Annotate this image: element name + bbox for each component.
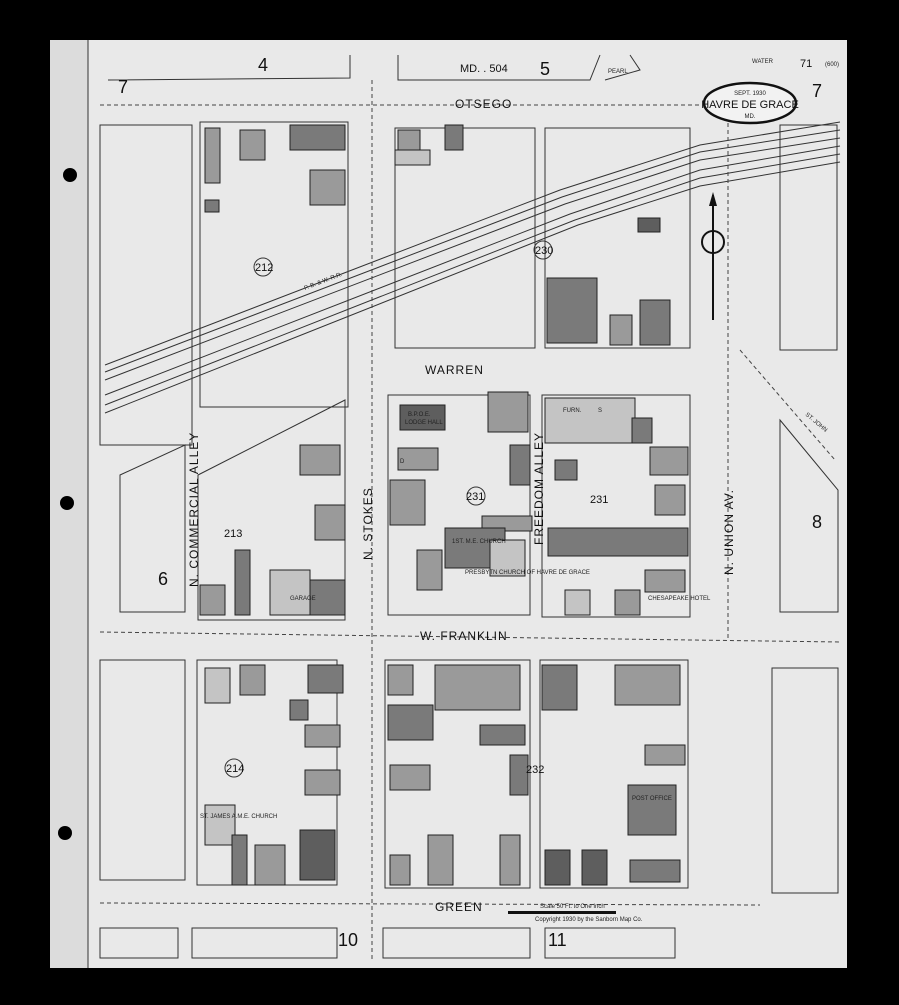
binder-hole [63, 168, 77, 182]
block-number: 230 [535, 245, 553, 257]
water-mains [99, 80, 841, 960]
block-number: 231 [590, 494, 608, 506]
label-bpoe-sub: LODGE HALL [405, 420, 443, 426]
buildings [199, 124, 689, 886]
sheet-number: 7 [118, 77, 128, 97]
street-freedom-alley: FREEDOM ALLEY [532, 432, 546, 545]
label-store: S [598, 408, 602, 414]
label-dwelling: D [400, 459, 405, 465]
street-commercial-alley: N. COMMERCIAL ALLEY [187, 432, 201, 587]
adjacent-boundary [107, 55, 351, 81]
label-bpoe: B.P.O.E. [408, 412, 431, 418]
street-otsego: OTSEGO [455, 97, 512, 111]
label-furn: FURN. [563, 408, 582, 414]
street-stokes: N. STOKES [361, 487, 375, 560]
title-state: MD. [745, 114, 756, 120]
adjacent-sheet: 10 [338, 930, 358, 950]
street-warren: WARREN [425, 363, 484, 377]
adjacent-sheet: 6 [158, 569, 168, 589]
adjacent-sheet: 11 [548, 930, 567, 950]
scale-bar: Scale 50 Ft. to One Inch Copyright 1930 … [508, 904, 643, 923]
label-church: 1ST. M.E. CHURCH [452, 539, 506, 545]
title-cartouche: SEPT. 1930 HAVRE DE GRACE MD. [701, 81, 799, 125]
block-numbers: 212 230 213 231 231 214 232 [224, 240, 608, 778]
index-reference: MD. . 504 [460, 63, 508, 75]
title-date: SEPT. 1930 [734, 91, 766, 97]
title-city: HAVRE DE GRACE [701, 99, 799, 111]
street-union-av: N. UNION AV. [722, 489, 736, 575]
corner-note-2: (600) [825, 62, 839, 68]
adjacent-sheet: 4 [258, 55, 268, 75]
street-pearl: PEARL [608, 69, 628, 75]
street-green: GREEN [435, 900, 483, 914]
corner-note: 71 [800, 58, 812, 70]
adjacent-sheet: 5 [540, 59, 550, 79]
north-arrow-compass-icon [701, 192, 725, 320]
street-franklin: W. FRANKLIN [420, 629, 508, 643]
binder-hole [58, 826, 72, 840]
street-water: WATER [752, 59, 774, 65]
block-number: 214 [226, 763, 244, 775]
label-post-office: POST OFFICE [632, 796, 672, 802]
binder-hole [60, 496, 74, 510]
block-outlines [99, 121, 839, 959]
railroad-tracks [104, 121, 841, 414]
copyright: Copyright 1930 by the Sanborn Map Co. [535, 917, 643, 923]
block-number: 232 [526, 764, 544, 776]
block-number: 212 [255, 262, 273, 274]
sheet-number-right: 7 [812, 81, 822, 101]
adjacent-sheet: 8 [812, 512, 822, 532]
block-number: 231 [466, 491, 484, 503]
label-garage: GARAGE [290, 596, 316, 602]
label-st-james-church: ST. JAMES A.M.E. CHURCH [200, 814, 277, 820]
adjacent-boundary [397, 54, 641, 81]
label-chesapeake-hotel: CHESAPEAKE HOTEL [648, 596, 711, 602]
scale-text: Scale 50 Ft. to One Inch [540, 904, 605, 910]
map-page [50, 40, 847, 968]
label-presbyterian-church: PRESBYTN CHURCH OF HAVRE DE GRACE [465, 570, 590, 576]
block-number: 213 [224, 528, 242, 540]
